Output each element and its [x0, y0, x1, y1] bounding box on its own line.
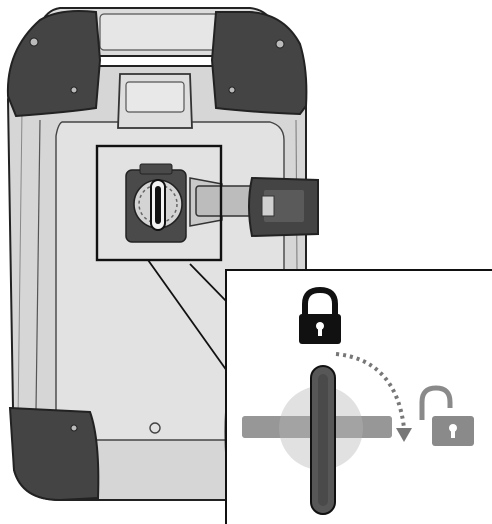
- corner-bottom-left: [8, 406, 100, 502]
- corner-top-right: [210, 11, 308, 116]
- padlock-open-icon: [419, 385, 474, 446]
- curved-dotted-arrow-icon: [335, 352, 412, 442]
- corner-top-left: [6, 10, 102, 118]
- lock-detail-frame: [95, 144, 223, 262]
- side-latch: [189, 176, 319, 238]
- zoom-panel: [225, 269, 492, 524]
- padlock-closed-icon: [299, 286, 341, 344]
